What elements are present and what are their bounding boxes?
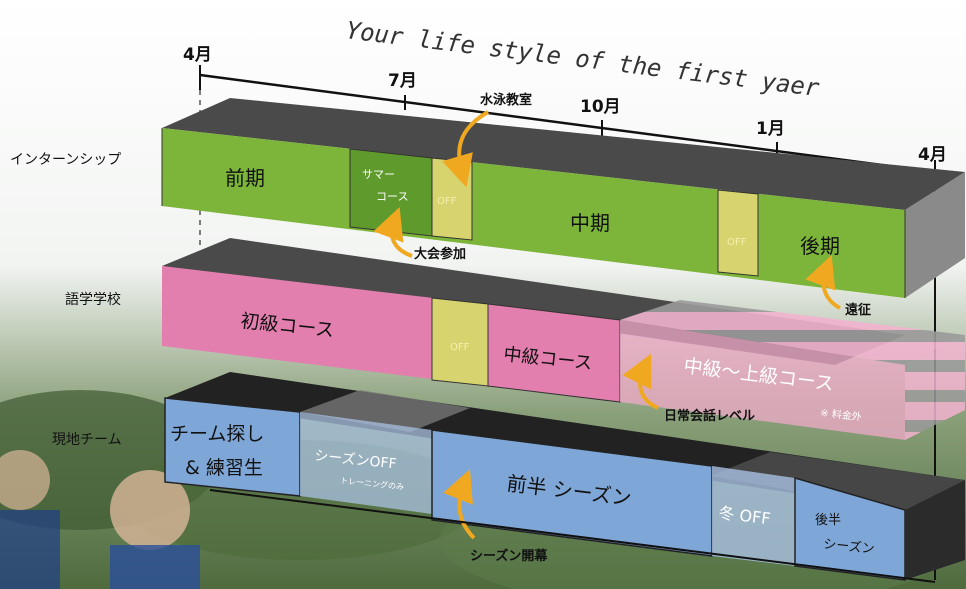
row-team: 現地チーム チーム探し & 練習生 シーズンOFF トレーニングのみ 前半 シー… [52, 372, 965, 581]
seg-note: ※ 料金外 [820, 406, 863, 423]
arrow-swim-icon [442, 110, 490, 188]
seg-off2: OFF [727, 237, 747, 248]
row-language: 語学学校 初級コース OFF 中級コース 中級～上級コース ※ 料金外 [65, 238, 965, 440]
arrow-expedition-icon [805, 255, 842, 310]
row-label-internship: インターンシップ [10, 152, 121, 168]
seg-lang-off: OFF [450, 342, 470, 353]
annotation-conversation: 日常会話レベル [664, 408, 755, 424]
seg-koki: 後期 [800, 234, 840, 258]
seg-off1: OFF [437, 196, 457, 207]
annotation-season-open: シーズン開幕 [470, 548, 548, 564]
seg-second-half-line1: 後半 [815, 513, 841, 528]
annotation-tournament: 大会参加 [414, 246, 466, 262]
annotations: 水泳教室 大会参加 遠征 日常会話レベル シーズン開幕 [373, 92, 871, 564]
row-label-language: 語学学校 [65, 291, 121, 308]
seg-search-line2: & 練習生 [185, 457, 263, 479]
month-label-apr-end: 4月 [918, 145, 947, 165]
arrow-tournament-icon [373, 207, 413, 258]
arrow-conversation-icon [622, 353, 659, 410]
month-label-jan: 1月 [756, 119, 785, 139]
annotation-swim: 水泳教室 [480, 92, 532, 108]
row-label-team: 現地チーム [52, 432, 122, 448]
bottom-axis-line [209, 489, 936, 583]
seg-search-line1: チーム探し [170, 423, 264, 445]
annotation-expedition: 遠征 [845, 302, 871, 318]
row-internship: インターンシップ 前期 サマー コース OFF 中期 OFF 後期 [10, 98, 965, 298]
month-label-apr: 4月 [183, 45, 212, 65]
seg-summer-line1: サマー [362, 168, 395, 181]
month-label-oct: 10月 [580, 97, 621, 117]
seg-zenki: 前期 [225, 166, 265, 190]
arrow-season-open-icon [443, 469, 476, 540]
seg-chuki: 中期 [570, 211, 610, 235]
month-label-jul: 7月 [388, 71, 417, 91]
seg-summer-line2: コース [376, 190, 408, 203]
seg-second-half-line2: シーズン [823, 536, 876, 557]
